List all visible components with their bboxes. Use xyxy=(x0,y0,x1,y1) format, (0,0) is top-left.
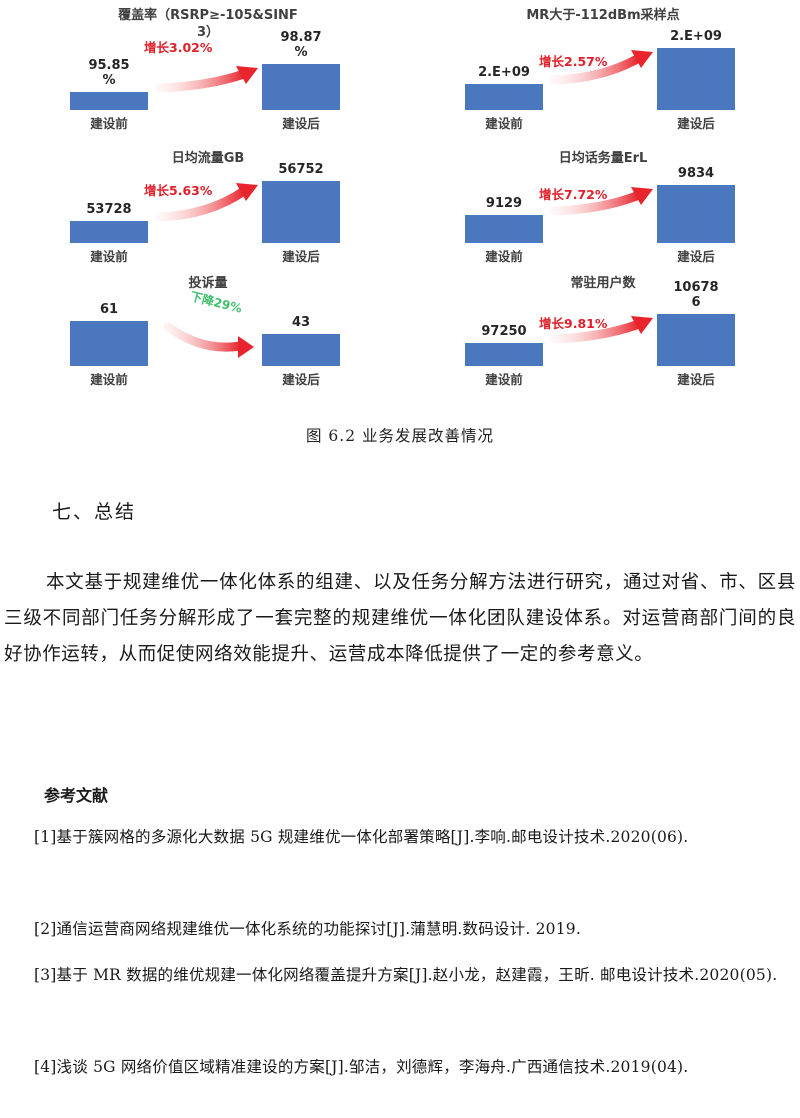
category-label: 建设后 xyxy=(677,372,715,387)
growth-arrow xyxy=(550,190,644,216)
category-label: 建设前 xyxy=(90,249,128,264)
arrow-head-icon xyxy=(236,66,258,84)
chart-title: 覆盖率（RSRP≥-105&SINF xyxy=(118,7,298,23)
growth-annotation: 增长2.57% xyxy=(539,54,608,69)
chart-title: 投诉量 xyxy=(188,275,227,291)
chart-title: 常驻用户数 xyxy=(570,275,636,291)
category-label: 建设后 xyxy=(282,372,320,387)
references-title: 参考文献 xyxy=(44,786,109,805)
category-label: 建设后 xyxy=(282,249,320,264)
arrow-head-icon xyxy=(631,50,653,68)
chart-bar xyxy=(70,92,148,110)
bar-value-label: 2.E+09 xyxy=(670,29,722,44)
chart-title-cont: 3） xyxy=(197,24,219,40)
bar-value-label: 97250 xyxy=(481,324,526,339)
reference-item-2: [2]通信运营商网络规建维优一体化系统的功能探讨[J].蒲慧明.数码设计. 20… xyxy=(34,920,581,938)
bar-value-label: 98.87 xyxy=(280,30,321,45)
chart-title: MR大于-112dBm采样点 xyxy=(526,7,679,23)
chart-bar xyxy=(70,321,148,366)
bar-value-label: 95.85 xyxy=(88,58,129,73)
category-label: 建设前 xyxy=(485,372,523,387)
chart-bar xyxy=(70,221,148,243)
reference-item-4: [4]浅谈 5G 网络价值区域精准建设的方案[J].邹洁，刘德辉，李海舟.广西通… xyxy=(34,1058,689,1076)
chart-bar xyxy=(465,84,543,110)
bar-value-label: 61 xyxy=(100,302,118,317)
chart-mr-samples: MR大于-112dBm采样点 2.E+09 建设前 2.E+09 建设后 增长2.57% xyxy=(465,7,735,131)
category-label: 建设前 xyxy=(485,249,523,264)
growth-arrow xyxy=(550,319,644,344)
bar-value-label: % xyxy=(294,45,307,60)
growth-arrow xyxy=(155,186,249,222)
category-label: 建设前 xyxy=(485,116,523,131)
bar-value-label: 9834 xyxy=(678,166,714,181)
chart-title: 日均话务量ErL xyxy=(559,150,648,166)
chart-bar xyxy=(465,343,543,366)
reference-item-1: [1]基于簇网格的多源化大数据 5G 规建维优一体化部署策略[J].李响.邮电设… xyxy=(34,828,689,846)
category-label: 建设前 xyxy=(90,372,128,387)
growth-annotation: 增长7.72% xyxy=(539,187,608,202)
arrow-head-icon xyxy=(238,336,254,358)
decline-arrow xyxy=(163,322,245,352)
chart-bar xyxy=(262,64,340,110)
bar-value-label: 2.E+09 xyxy=(478,65,530,80)
reference-item-3: [3]基于 MR 数据的维优规建一体化网络覆盖提升方案[J].赵小龙，赵建霞，王… xyxy=(34,966,778,984)
chart-bar xyxy=(657,314,735,366)
section-heading: 七、总结 xyxy=(52,501,137,523)
growth-arrow xyxy=(550,53,644,85)
summary-paragraph: 本文基于规建维优一体化体系的组建、以及任务分解方法进行研究，通过对省、市、区县三… xyxy=(4,572,796,665)
category-label: 建设前 xyxy=(90,116,128,131)
figure-caption: 图 6.2 业务发展改善情况 xyxy=(305,427,494,445)
bar-value-label: 43 xyxy=(292,315,310,330)
bar-value-label: 10678 xyxy=(673,280,718,295)
bar-value-label: 6 xyxy=(691,295,700,310)
category-label: 建设后 xyxy=(677,116,715,131)
growth-annotation: 增长9.81% xyxy=(539,316,608,331)
growth-annotation: 增长3.02% xyxy=(144,40,213,55)
chart-bar xyxy=(465,215,543,243)
chart-bar xyxy=(262,334,340,366)
growth-annotation: 增长5.63% xyxy=(144,183,213,198)
chart-daily-erl: 日均话务量ErL 9129 建设前 9834 建设后 增长7.72% xyxy=(465,150,735,264)
chart-bar xyxy=(262,181,340,243)
bar-value-label: 53728 xyxy=(86,202,131,217)
chart-complaints: 投诉量 61 建设前 43 建设后 下降29% xyxy=(70,275,340,387)
chart-bar xyxy=(657,48,735,110)
bar-value-label: 9129 xyxy=(486,196,522,211)
arrow-head-icon xyxy=(236,183,258,201)
category-label: 建设后 xyxy=(282,116,320,131)
arrow-head-icon xyxy=(631,316,653,334)
decline-annotation: 下降29% xyxy=(189,288,244,315)
arrow-head-icon xyxy=(631,187,653,205)
bar-value-label: 56752 xyxy=(278,162,323,177)
chart-title: 日均流量GB xyxy=(172,150,245,166)
bar-value-label: % xyxy=(102,73,115,88)
chart-bar xyxy=(657,185,735,243)
growth-arrow xyxy=(155,69,249,93)
category-label: 建设后 xyxy=(677,249,715,264)
chart-daily-traffic: 日均流量GB 53728 建设前 56752 建设后 增长5.63% xyxy=(70,150,340,264)
